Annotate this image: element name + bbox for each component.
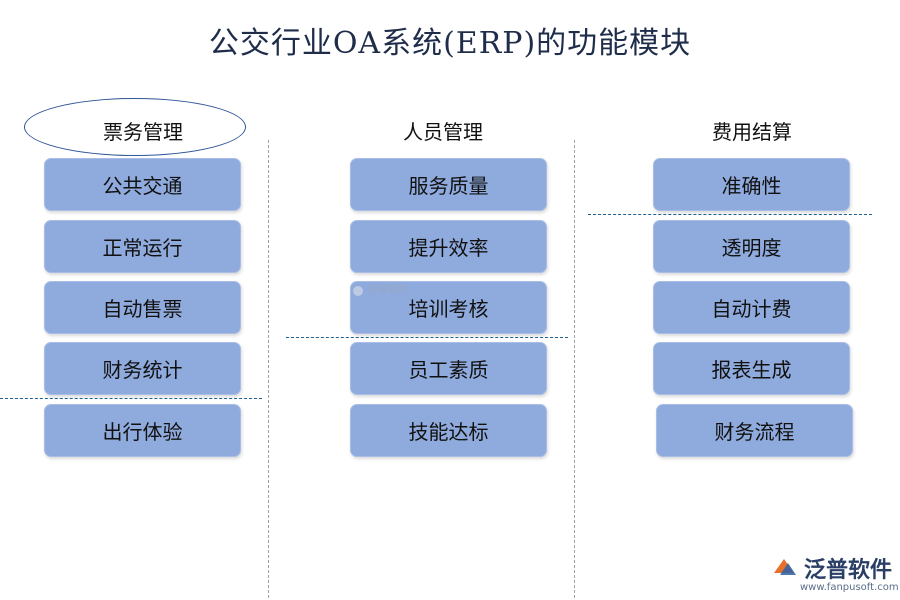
watermark: 泛普软件 [352,281,407,297]
logo-url: www.fanpusoft.com [800,582,899,593]
highlight-ellipse [24,98,246,156]
module-box: 财务统计 [44,342,241,395]
module-box: 准确性 [653,158,850,211]
section-divider [286,337,568,338]
module-box: 自动售票 [44,281,241,334]
module-box: 财务流程 [656,404,853,457]
watermark-text: 泛普软件 [367,285,408,296]
column-divider [574,140,575,598]
module-box: 员工素质 [350,342,547,395]
fanpu-watermark-icon [353,285,363,296]
module-box: 提升效率 [350,220,547,273]
section-divider [0,398,262,399]
module-box: 技能达标 [350,404,547,457]
section-divider [588,214,872,215]
logo-name: 泛普软件 [804,558,893,583]
module-box: 培训考核 [350,281,547,334]
module-box: 报表生成 [653,342,850,395]
diagram-title: 公交行业OA系统(ERP)的功能模块 [208,26,692,61]
module-box: 公共交通 [44,158,241,211]
column-heading-ticketing: 票务管理 [103,120,183,144]
column-heading-settlement: 费用结算 [712,120,792,144]
module-box: 自动计费 [653,281,850,334]
brand-logo: 泛普软件 [770,552,892,584]
module-box: 出行体验 [44,404,241,457]
column-divider [268,140,269,598]
module-box: 服务质量 [350,158,547,211]
module-box: 透明度 [653,220,850,273]
column-heading-personnel: 人员管理 [403,120,483,144]
module-box: 正常运行 [44,220,241,273]
fanpu-logo-icon [774,559,796,575]
